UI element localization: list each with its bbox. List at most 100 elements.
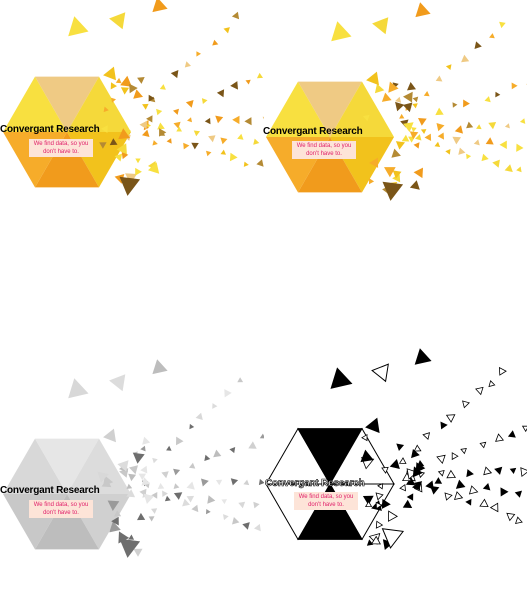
scatter-triangle bbox=[206, 150, 212, 157]
cluster-triangle bbox=[109, 521, 121, 533]
scatter-triangle bbox=[186, 481, 195, 490]
scatter-triangle bbox=[412, 96, 419, 103]
scatter-triangle bbox=[223, 27, 230, 34]
accent-triangle bbox=[68, 378, 89, 399]
cluster-triangle bbox=[120, 75, 132, 87]
accent-triangle bbox=[103, 428, 116, 443]
cluster-triangle bbox=[133, 548, 143, 557]
cluster-triangle bbox=[107, 500, 120, 511]
scatter-triangle bbox=[193, 130, 200, 137]
scatter-triangle bbox=[195, 412, 203, 420]
scatter-triangle bbox=[415, 134, 422, 141]
logo-variant-grayscale: Convergant Research We find data, so you… bbox=[0, 300, 264, 600]
cluster-triangle bbox=[375, 501, 383, 510]
cluster-triangle bbox=[388, 81, 399, 93]
scatter-triangle bbox=[514, 490, 522, 498]
cluster-triangle bbox=[413, 481, 423, 490]
cluster-triangle bbox=[399, 483, 406, 492]
cluster-triangle bbox=[116, 143, 127, 155]
cluster-triangle bbox=[377, 482, 384, 490]
cluster-triangle bbox=[362, 114, 370, 122]
scatter-triangle bbox=[445, 414, 456, 423]
scatter-triangle bbox=[253, 138, 260, 145]
cluster-triangle bbox=[381, 92, 392, 102]
scatter-triangle bbox=[230, 81, 238, 90]
cluster-triangle bbox=[362, 495, 374, 506]
scatter-triangle bbox=[445, 64, 452, 70]
logo-mark-color-alt bbox=[266, 2, 527, 201]
scatter-triangle bbox=[495, 91, 501, 98]
cluster-triangle bbox=[403, 91, 413, 103]
scatter-triangle bbox=[462, 400, 470, 409]
scatter-triangle bbox=[499, 21, 506, 29]
accent-triangle bbox=[366, 71, 379, 86]
scatter-triangle bbox=[437, 132, 444, 140]
scatter-triangle bbox=[230, 478, 239, 486]
cluster-triangle bbox=[389, 459, 400, 470]
scatter-triangle bbox=[499, 140, 507, 149]
scatter-triangle bbox=[176, 436, 184, 446]
scatter-triangle bbox=[488, 122, 497, 130]
tagline: We find data, so you don't have to. bbox=[29, 500, 93, 518]
cluster-triangle bbox=[140, 465, 148, 474]
cluster-triangle bbox=[384, 167, 396, 178]
scatter-triangle bbox=[452, 102, 458, 108]
scatter-triangle bbox=[519, 118, 526, 124]
scatter-triangle bbox=[183, 142, 190, 150]
scatter-triangle bbox=[466, 121, 474, 129]
scatter-triangle bbox=[216, 89, 225, 98]
cluster-triangle bbox=[361, 434, 368, 442]
scatter-triangle bbox=[482, 483, 491, 491]
scatter-triangle bbox=[201, 98, 208, 104]
cluster-triangle bbox=[99, 142, 107, 149]
accent-triangle bbox=[414, 348, 432, 365]
cluster-triangle bbox=[116, 494, 122, 501]
cluster-triangle bbox=[407, 82, 416, 91]
scatter-triangle bbox=[504, 123, 510, 129]
scatter-triangle bbox=[451, 452, 459, 461]
accent-triangle bbox=[365, 417, 380, 434]
accent-triangle bbox=[152, 359, 168, 375]
scatter-triangle bbox=[184, 61, 191, 68]
scatter-triangle bbox=[509, 467, 517, 474]
cluster-triangle bbox=[135, 158, 141, 164]
scatter-triangle bbox=[507, 430, 516, 438]
cluster-triangle bbox=[143, 493, 155, 504]
scatter-triangle bbox=[204, 117, 211, 125]
scatter-triangle bbox=[201, 478, 209, 487]
scatter-triangle bbox=[413, 444, 422, 452]
scatter-triangle bbox=[506, 512, 516, 522]
scatter-triangle bbox=[492, 159, 500, 168]
scatter-triangle bbox=[186, 495, 195, 503]
scatter-triangle bbox=[444, 492, 453, 501]
scatter-triangle bbox=[207, 495, 216, 504]
scatter-triangle bbox=[159, 84, 166, 90]
scatter-triangle bbox=[206, 509, 211, 515]
scatter-triangle bbox=[446, 469, 457, 479]
scatter-triangle bbox=[483, 466, 493, 476]
scatter-triangle bbox=[221, 499, 227, 505]
scatter-triangle bbox=[232, 517, 240, 525]
scatter-triangle bbox=[424, 133, 432, 141]
scatter-triangle bbox=[398, 457, 407, 464]
accent-triangle bbox=[382, 181, 404, 201]
scatter-triangle bbox=[420, 129, 427, 134]
scatter-triangle bbox=[514, 516, 523, 525]
scatter-triangle bbox=[488, 380, 496, 388]
scatter-triangle bbox=[256, 159, 264, 167]
accent-triangle bbox=[415, 2, 431, 18]
scatter-triangle bbox=[463, 99, 470, 108]
cluster-triangle bbox=[114, 153, 123, 162]
hexagon-slice bbox=[35, 132, 99, 188]
scatter-triangle bbox=[504, 164, 513, 172]
scatter-triangle bbox=[229, 152, 238, 162]
scatter-triangle bbox=[454, 125, 463, 134]
scatter-triangle bbox=[466, 469, 474, 478]
accent-triangle bbox=[109, 374, 126, 392]
company-name: Convergant Research bbox=[0, 485, 100, 496]
scatter-triangle bbox=[474, 41, 482, 49]
cluster-triangle bbox=[395, 96, 402, 103]
scatter-triangle bbox=[224, 389, 232, 398]
scatter-triangle bbox=[411, 127, 417, 133]
scatter-triangle bbox=[220, 149, 226, 155]
